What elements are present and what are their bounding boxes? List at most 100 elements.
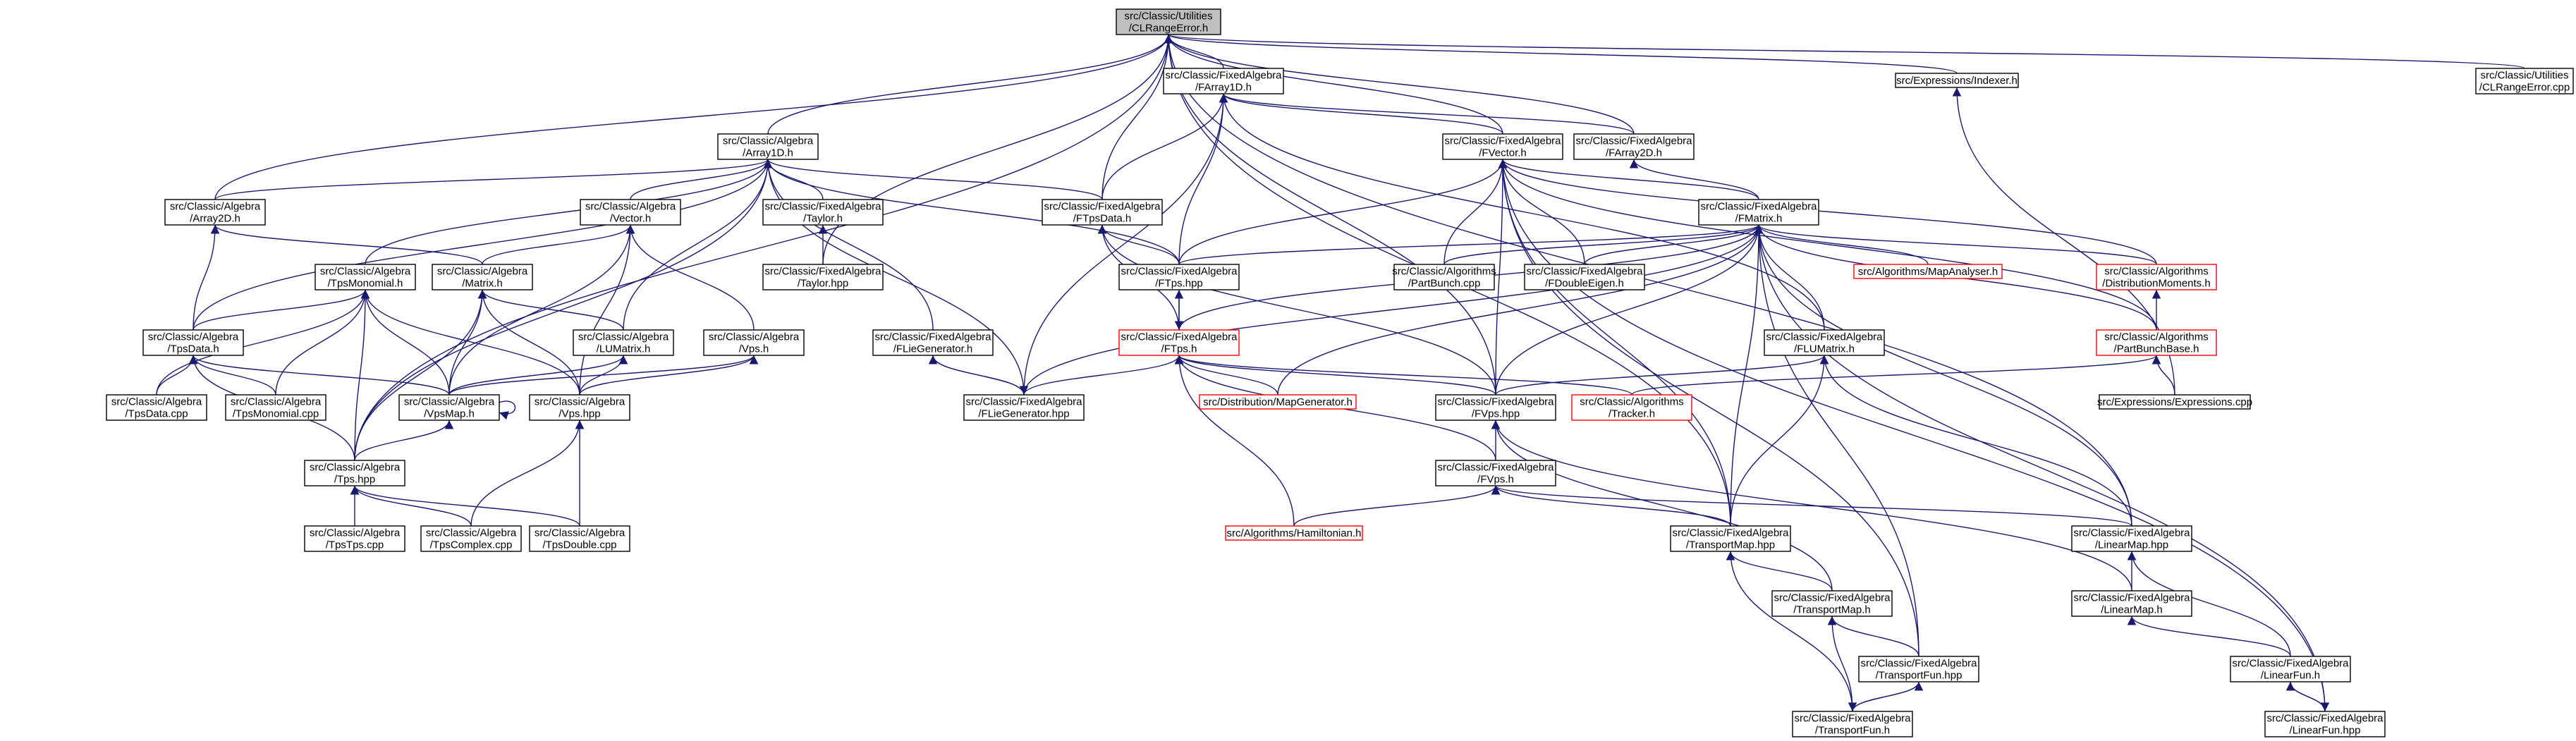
node-box bbox=[304, 460, 405, 486]
node-tpsdcpp[interactable]: src/Classic/Algebra/TpsData.cpp bbox=[106, 394, 207, 421]
edge-tpsmcpp-to-tpsmon bbox=[275, 289, 370, 396]
node-tayhpp[interactable]: src/Classic/FixedAlgebra/Taylor.hpp bbox=[762, 264, 884, 290]
node-lmaphpp[interactable]: src/Classic/FixedAlgebra/LinearMap.hpp bbox=[2071, 525, 2192, 552]
edge-exprind-to-root bbox=[1164, 34, 1958, 74]
node-lfunh[interactable]: src/Classic/FixedAlgebra/LinearFun.h bbox=[2230, 656, 2351, 682]
node-fvpsh[interactable]: src/Classic/FixedAlgebra/FVps.h bbox=[1435, 460, 1556, 486]
node-pbbase[interactable]: src/Classic/Algorithms/PartBunchBase.h bbox=[2096, 329, 2217, 356]
node-label-line: /Tracker.h bbox=[1609, 408, 1655, 420]
node-lmaph[interactable]: src/Classic/FixedAlgebra/LinearMap.h bbox=[2071, 590, 2192, 617]
node-exprcpp[interactable]: src/Expressions/Expressions.cpp bbox=[2097, 394, 2252, 410]
edge-vpshpp-to-tpsmon bbox=[360, 289, 580, 396]
node-label-line: src/Distribution/MapGenerator.h bbox=[1203, 396, 1353, 408]
edge-pbcpp-to-fmat bbox=[1443, 224, 1764, 265]
node-box bbox=[1792, 711, 1913, 737]
node-clrcpp[interactable]: src/Classic/Utilities/CLRangeError.cpp bbox=[2475, 68, 2574, 94]
node-box bbox=[1573, 133, 1695, 160]
edge-hamil-to-ftpsh bbox=[1174, 355, 1295, 527]
node-label-line: /LinearMap.hpp bbox=[2095, 539, 2168, 551]
node-vpsmap[interactable]: src/Classic/Algebra/VpsMap.h bbox=[398, 394, 500, 421]
node-tpsdbl[interactable]: src/Classic/Algebra/TpsDouble.cpp bbox=[529, 525, 630, 552]
node-tpstps[interactable]: src/Classic/Algebra/TpsTps.cpp bbox=[304, 525, 405, 552]
node-vpshpp[interactable]: src/Classic/Algebra/Vps.hpp bbox=[529, 394, 630, 421]
node-tmaphpp[interactable]: src/Classic/FixedAlgebra/TransportMap.hp… bbox=[1670, 525, 1791, 552]
node-box bbox=[1118, 264, 1240, 290]
node-tfunh[interactable]: src/Classic/FixedAlgebra/TransportFun.h bbox=[1792, 711, 1913, 737]
node-flghpp[interactable]: src/Classic/FixedAlgebra/FLieGenerator.h… bbox=[963, 394, 1085, 421]
edge-tmaphpp-to-fmat bbox=[1730, 224, 1764, 527]
edge-tfunh-to-tmaph bbox=[1827, 616, 1853, 712]
node-pbcpp[interactable]: src/Classic/Algorithms/PartBunch.cpp bbox=[1392, 264, 1496, 290]
node-box bbox=[2096, 329, 2217, 356]
node-flumat[interactable]: src/Classic/FixedAlgebra/FLUMatrix.h bbox=[1764, 329, 1885, 356]
node-fdeig[interactable]: src/Classic/FixedAlgebra/FDoubleEigen.h bbox=[1524, 264, 1645, 290]
node-label-line: src/Classic/Algorithms bbox=[1580, 396, 1684, 408]
edge-fvec-to-fa1d bbox=[1219, 93, 1503, 135]
node-fvpshpp[interactable]: src/Classic/FixedAlgebra/FVps.hpp bbox=[1435, 394, 1556, 421]
node-label-line: /Tps.hpp bbox=[334, 474, 375, 486]
node-distmg[interactable]: src/Distribution/MapGenerator.h bbox=[1199, 394, 1357, 410]
edge-tpsdbl-to-tpshpp bbox=[350, 485, 580, 527]
node-a1d[interactable]: src/Classic/Algebra/Array1D.h bbox=[717, 133, 819, 160]
node-box bbox=[225, 394, 326, 421]
node-exprind[interactable]: src/Expressions/Indexer.h bbox=[1895, 73, 2019, 88]
node-vpsh[interactable]: src/Classic/Algebra/Vps.h bbox=[703, 329, 805, 356]
node-math[interactable]: src/Classic/Algebra/Matrix.h bbox=[432, 264, 533, 290]
node-label-line: src/Classic/FixedAlgebra bbox=[965, 396, 1082, 408]
node-label-line: /Vps.hpp bbox=[558, 408, 600, 420]
node-label-line: src/Classic/FixedAlgebra bbox=[764, 266, 881, 278]
edge-a1d-to-root bbox=[767, 34, 1173, 135]
node-mapan[interactable]: src/Algorithms/MapAnalyser.h bbox=[1853, 264, 2003, 279]
node-lfunhpp[interactable]: src/Classic/FixedAlgebra/LinearFun.hpp bbox=[2264, 711, 2386, 737]
node-tpsmcpp[interactable]: src/Classic/Algebra/TpsMonomial.cpp bbox=[225, 394, 326, 421]
node-box bbox=[2099, 394, 2251, 410]
node-box bbox=[1524, 264, 1645, 290]
edge-tfunhpp-to-fvec bbox=[1498, 159, 1919, 657]
node-tpsdata[interactable]: src/Classic/Algebra/TpsData.h bbox=[142, 329, 244, 356]
node-ftpshpp[interactable]: src/Classic/FixedAlgebra/FTps.hpp bbox=[1118, 264, 1240, 290]
node-label-line: src/Classic/FixedAlgebra bbox=[1437, 462, 1554, 474]
edge-ftpshpp-to-fmat bbox=[1178, 224, 1763, 265]
node-ftpsd[interactable]: src/Classic/FixedAlgebra/FTpsData.h bbox=[1042, 199, 1163, 226]
node-label-line: /Array1D.h bbox=[743, 147, 793, 159]
node-label-line: /TpsComplex.cpp bbox=[430, 539, 513, 551]
node-fatay[interactable]: src/Classic/FixedAlgebra/Taylor.h bbox=[762, 199, 884, 226]
node-label-line: src/Classic/Algebra bbox=[426, 527, 517, 539]
edge-tmaph-to-fvpshpp bbox=[1491, 420, 1833, 592]
node-tmaph[interactable]: src/Classic/FixedAlgebra/TransportMap.h bbox=[1771, 590, 1893, 617]
node-lumat[interactable]: src/Classic/Algebra/LUMatrix.h bbox=[573, 329, 674, 356]
node-label-line: /CLRangeError.h bbox=[1129, 23, 1209, 35]
edge-tfunh-to-tmaphpp bbox=[1726, 551, 1853, 712]
node-tpscpx[interactable]: src/Classic/Algebra/TpsComplex.cpp bbox=[420, 525, 522, 552]
node-fa2d[interactable]: src/Classic/FixedAlgebra/FArray2D.h bbox=[1573, 133, 1695, 160]
node-label-line: src/Classic/Algebra bbox=[231, 396, 322, 408]
node-tpsmon[interactable]: src/Classic/Algebra/TpsMonomial.h bbox=[315, 264, 416, 290]
node-fvec[interactable]: src/Classic/FixedAlgebra/FVector.h bbox=[1442, 133, 1563, 160]
node-fliegen[interactable]: src/Classic/FixedAlgebra/FLieGenerator.h bbox=[872, 329, 994, 356]
node-box bbox=[1393, 264, 1495, 290]
node-distm[interactable]: src/Classic/Algorithms/DistributionMomen… bbox=[2096, 264, 2217, 290]
edge-fmat-to-fvec bbox=[1498, 159, 1759, 200]
node-label-line: src/Classic/Algebra bbox=[535, 527, 625, 539]
edge-tpshpp-to-vpsmap bbox=[354, 420, 454, 461]
node-box bbox=[580, 199, 681, 226]
node-fa1d[interactable]: src/Classic/FixedAlgebra/FArray1D.h bbox=[1163, 68, 1284, 94]
node-vech[interactable]: src/Classic/Algebra/Vector.h bbox=[580, 199, 681, 226]
node-label-line: src/Classic/Algebra bbox=[404, 396, 495, 408]
node-root[interactable]: src/Classic/Utilities/CLRangeError.h bbox=[1116, 8, 1221, 35]
edge-vpsmap-to-tpsdata bbox=[188, 355, 450, 396]
node-label-line: src/Classic/Algorithms bbox=[2104, 266, 2209, 278]
node-a2d[interactable]: src/Classic/Algebra/Array2D.h bbox=[164, 199, 266, 226]
node-tpshpp[interactable]: src/Classic/Algebra/Tps.hpp bbox=[304, 460, 405, 486]
node-hamil[interactable]: src/Algorithms/Hamiltonian.h bbox=[1225, 525, 1363, 541]
node-tracker[interactable]: src/Classic/Algorithms/Tracker.h bbox=[1571, 394, 1692, 421]
node-label-line: /FTps.hpp bbox=[1155, 278, 1203, 290]
node-label-line: /Matrix.h bbox=[462, 278, 503, 290]
node-box bbox=[142, 329, 244, 356]
edge-tmaph-to-tmaphpp bbox=[1726, 551, 1833, 592]
node-label-line: src/Expressions/Expressions.cpp bbox=[2097, 396, 2252, 408]
node-ftpsh[interactable]: src/Classic/FixedAlgebra/FTps.h bbox=[1118, 329, 1240, 356]
edge-tpshpp-to-tpsmon bbox=[354, 289, 370, 461]
node-fmat[interactable]: src/Classic/FixedAlgebra/FMatrix.h bbox=[1698, 199, 1819, 226]
node-tfunhpp[interactable]: src/Classic/FixedAlgebra/TransportFun.hp… bbox=[1858, 656, 1979, 682]
